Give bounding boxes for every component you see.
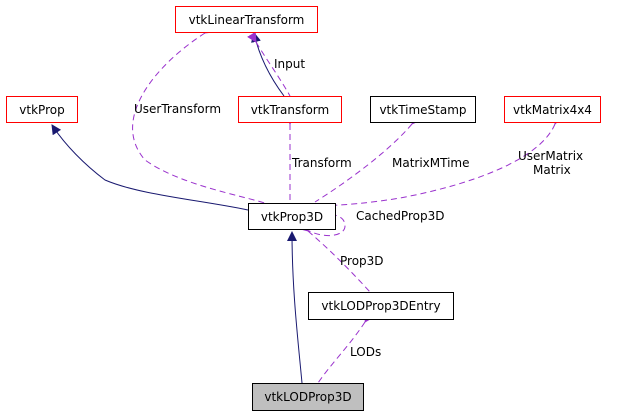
node-vtk-matrix4x4[interactable]: vtkMatrix4x4 [504,96,601,123]
edge-label-user-transform: UserTransform [134,102,222,116]
edge-cached-prop3d [294,213,346,237]
edge-label-prop3d: Prop3D [340,254,384,268]
node-label: vtkTimeStamp [379,102,467,117]
node-vtk-prop[interactable]: vtkProp [6,96,78,123]
edge-label-matrix-mtime: MatrixMTime [392,156,470,170]
node-vtk-transform[interactable]: vtkTransform [238,96,342,123]
node-vtk-prop3d[interactable]: vtkProp3D [248,203,336,230]
node-vtk-time-stamp[interactable]: vtkTimeStamp [370,96,476,123]
edge-user-transform [132,23,269,205]
edge-label-lods: LODs [350,345,382,359]
edge-lods [317,311,375,384]
edge-label-matrix: Matrix [533,163,571,177]
node-label: vtkMatrix4x4 [513,102,592,117]
node-vtk-lod-prop3d-entry[interactable]: vtkLODProp3DEntry [308,292,454,320]
edge-label-cached-prop3d: CachedProp3D [356,209,445,223]
node-label: vtkLinearTransform [188,12,305,27]
edge-prop3d-inherits-prop [51,124,249,211]
node-label: vtkLODProp3DEntry [321,299,441,313]
edge-label-user-matrix: UserMatrix [518,149,584,163]
node-label: vtkLODProp3D [264,390,352,404]
node-vtk-lod-prop3d[interactable]: vtkLODProp3D [252,383,364,411]
edge-label-transform: Transform [292,156,352,170]
node-vtk-linear-transform[interactable]: vtkLinearTransform [175,6,318,33]
node-label: vtkProp3D [260,209,324,224]
edge-user-matrix [319,113,564,207]
node-label: vtkTransform [250,102,330,117]
edge-input [247,31,291,97]
edge-prop3d [297,221,371,293]
node-label: vtkProp [19,102,65,117]
edge-matrix-mtime [314,113,422,203]
edge-lodprop3d-inherits-prop3d [287,231,303,384]
edge-label-input: Input [274,57,306,71]
